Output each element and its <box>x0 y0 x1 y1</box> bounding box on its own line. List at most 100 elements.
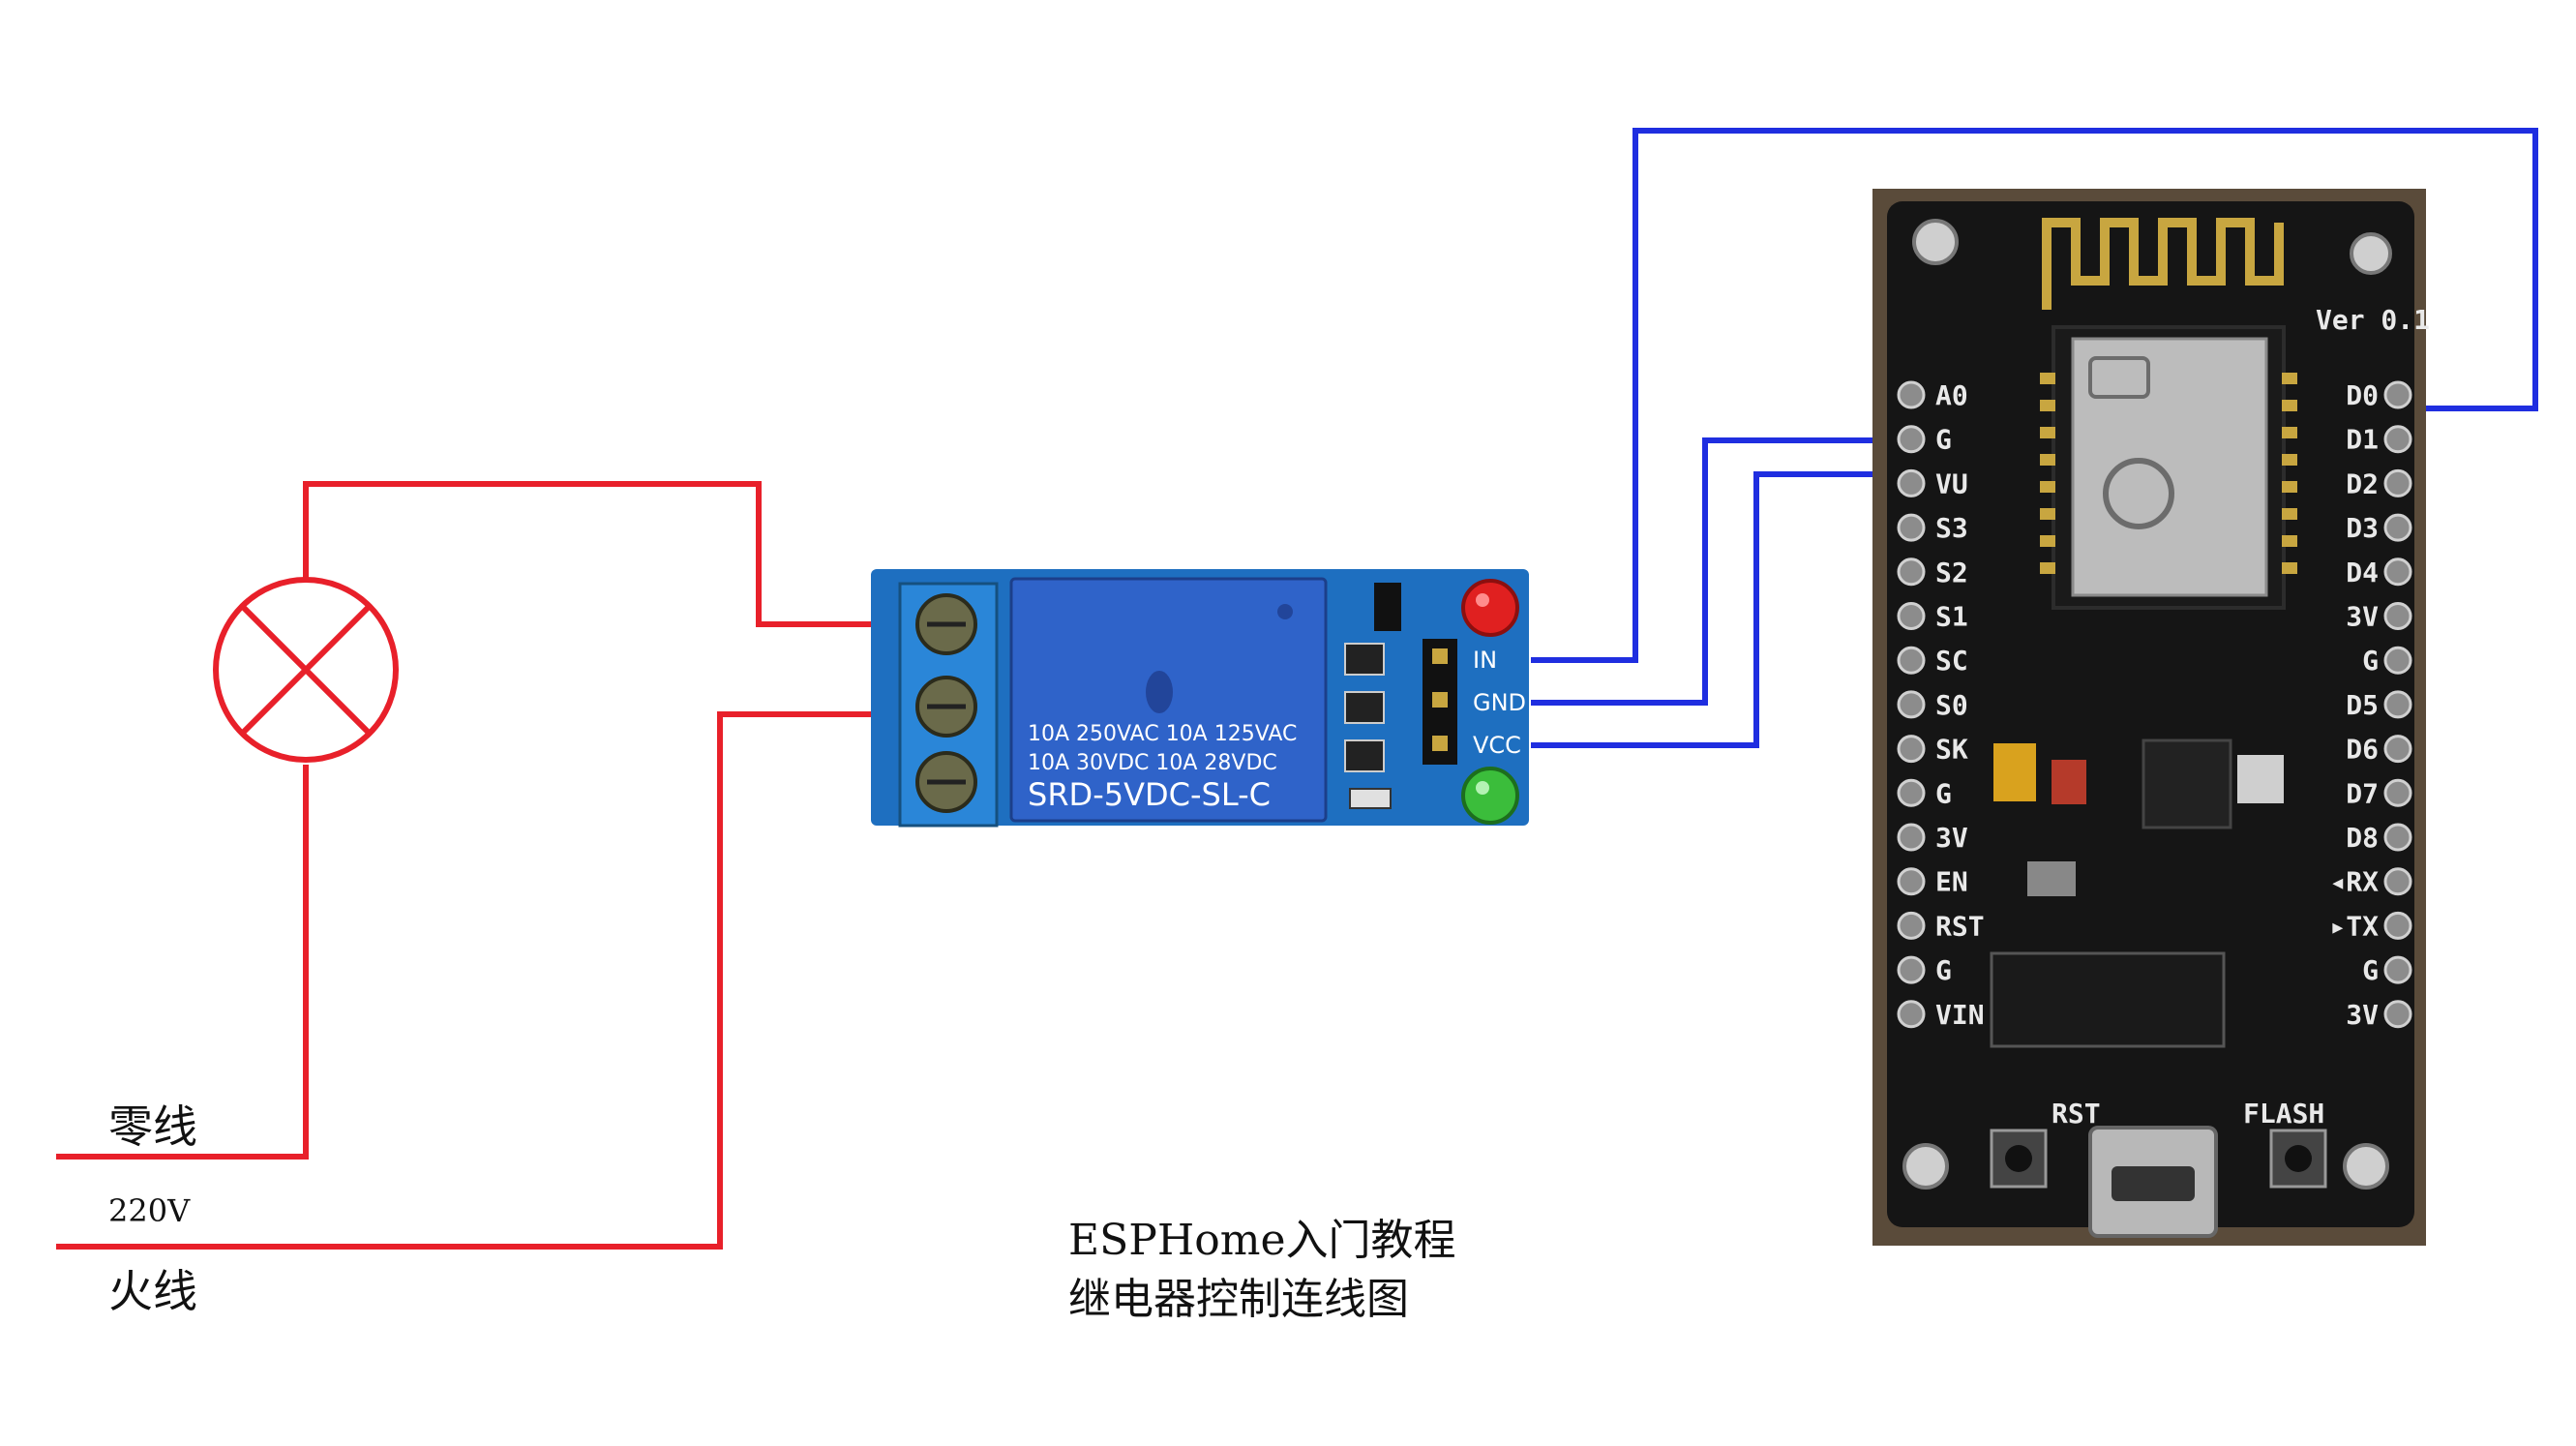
left-pin-hole <box>1897 867 1926 896</box>
right-pin-label: D0 <box>2346 379 2379 411</box>
left-pin-label: RST <box>1935 910 1985 942</box>
right-pin-label: D8 <box>2346 822 2379 854</box>
left-pin-label: G <box>1935 424 1952 456</box>
left-pin-hole <box>1897 735 1926 764</box>
right-pin-hole <box>2383 557 2412 587</box>
antenna-trace <box>2042 218 2284 310</box>
left-pin-hole <box>1897 380 1926 409</box>
left-pin-label: G <box>1935 777 1952 809</box>
power-led <box>1461 579 1519 637</box>
neutral-label: 零线 <box>108 1100 197 1153</box>
left-pin-label: A0 <box>1935 379 1968 411</box>
left-pin-label: S1 <box>1935 601 1968 633</box>
relay-spec-line2: 10A 30VDC 10A 28VDC <box>1028 751 1277 775</box>
left-pin-label: 3V <box>1935 822 1968 854</box>
neutral-wire <box>56 765 309 1160</box>
relay-pin-gnd-label: GND <box>1473 689 1526 716</box>
lamp-to-relay-wire <box>303 481 895 627</box>
left-pin-hole <box>1897 646 1926 675</box>
right-pin-label: ▸TX <box>2329 910 2379 942</box>
left-pin-hole <box>1897 955 1926 984</box>
left-pin-label: EN <box>1935 866 1968 898</box>
esp12-shield <box>2071 337 2268 597</box>
left-pin-label: VU <box>1935 467 1968 499</box>
right-pin-label: ◂RX <box>2329 866 2379 898</box>
caption-line1: ESPHome入门教程 <box>1068 1216 1456 1265</box>
right-pin-hole <box>2383 690 2412 719</box>
gnd-to-g-wire <box>1531 437 1911 706</box>
caption-line2: 继电器控制连线图 <box>1068 1275 1409 1324</box>
in-to-d0-wire <box>1531 128 2538 663</box>
usb-serial-chip <box>1990 951 2226 1048</box>
live-label: 火线 <box>108 1265 197 1317</box>
left-pin-label: S2 <box>1935 557 1968 588</box>
dc-wiring <box>1531 128 2538 748</box>
voltage-label: 220V <box>108 1192 191 1229</box>
esp-board: Ver 0.1 RST FLASH <box>1872 189 2430 1246</box>
right-pin-label: G <box>2362 954 2379 986</box>
left-pin-hole <box>1897 1000 1926 1029</box>
flash-button[interactable] <box>2269 1129 2327 1189</box>
live-wire <box>56 711 895 1250</box>
right-pin-hole <box>2383 867 2412 896</box>
right-pin-hole <box>2383 646 2412 675</box>
right-pin-hole <box>2383 513 2412 542</box>
relay-model: SRD-5VDC-SL-C <box>1028 776 1271 813</box>
right-pin-label: 3V <box>2346 999 2379 1031</box>
screw-terminal-nc <box>915 751 977 813</box>
right-pin-hole <box>2383 380 2412 409</box>
right-pin-hole <box>2383 911 2412 940</box>
relay-pin-vcc-label: VCC <box>1473 732 1521 759</box>
right-pin-hole <box>2383 823 2412 852</box>
left-pin-label: S3 <box>1935 512 1968 544</box>
right-pin-hole <box>2383 602 2412 630</box>
left-pin-hole <box>1897 513 1926 542</box>
left-pin-label: S0 <box>1935 689 1968 721</box>
right-pin-hole <box>2383 425 2412 454</box>
right-pin-label: 3V <box>2346 601 2379 633</box>
left-pin-hole <box>1897 557 1926 587</box>
rst-button[interactable] <box>1990 1129 2048 1189</box>
voltage-regulator <box>2142 738 2232 829</box>
status-led <box>1461 767 1519 825</box>
left-pin-hole <box>1897 778 1926 807</box>
lamp-icon <box>213 577 399 763</box>
right-pin-hole <box>2383 735 2412 764</box>
esp12-pads <box>2040 373 2297 574</box>
right-pin-label: G <box>2362 645 2379 677</box>
tantalum-cap <box>1993 743 2036 801</box>
relay-spec-line1: 10A 250VAC 10A 125VAC <box>1028 722 1297 746</box>
right-pin-hole <box>2383 778 2412 807</box>
right-pin-label: D6 <box>2346 734 2379 766</box>
vcc-to-vu-wire <box>1531 471 1911 748</box>
relay-module: 10A 250VAC 10A 125VAC 10A 30VDC 10A 28VD… <box>871 569 1529 828</box>
right-pin-label: D4 <box>2346 557 2379 588</box>
screw-terminal-no <box>915 593 977 655</box>
right-pin-hole <box>2383 468 2412 497</box>
left-pin-hole <box>1897 911 1926 940</box>
right-pin-label: D1 <box>2346 424 2379 456</box>
left-pin-hole <box>1897 425 1926 454</box>
right-pin-label: D7 <box>2346 777 2379 809</box>
left-pin-label: SC <box>1935 645 1968 677</box>
left-pin-label: SK <box>1935 734 1968 766</box>
right-pin-label: D2 <box>2346 467 2379 499</box>
right-pin-label: D3 <box>2346 512 2379 544</box>
right-pin-label: D5 <box>2346 689 2379 721</box>
flash-button-label: FLASH <box>2243 1098 2324 1130</box>
left-pin-hole <box>1897 468 1926 497</box>
right-pin-hole <box>2383 1000 2412 1029</box>
left-pin-label: G <box>1935 954 1952 986</box>
relay-pin-in-label: IN <box>1473 647 1497 674</box>
board-version: Ver 0.1 <box>2316 304 2430 336</box>
left-pin-label: VIN <box>1935 999 1985 1031</box>
rst-button-label: RST <box>2052 1098 2101 1130</box>
left-pin-hole <box>1897 823 1926 852</box>
left-pin-hole <box>1897 602 1926 630</box>
right-pin-hole <box>2383 955 2412 984</box>
screw-terminal-com <box>915 676 977 738</box>
left-pin-hole <box>1897 690 1926 719</box>
